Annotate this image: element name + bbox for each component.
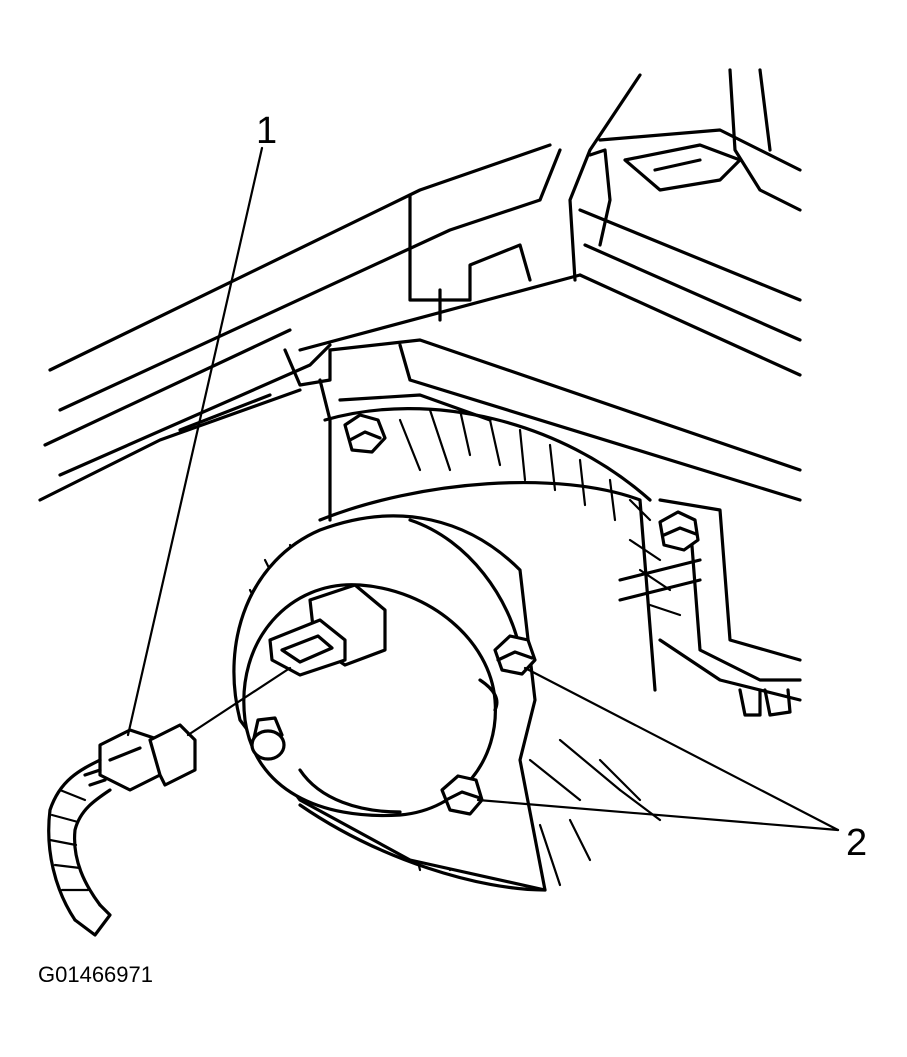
motor-connector-socket xyxy=(268,583,387,677)
callout-label-1: 1 xyxy=(256,110,278,152)
mounting-bolt-upper-left xyxy=(343,413,387,454)
harness-connector xyxy=(98,723,197,792)
leader-line-2a xyxy=(523,666,840,832)
leader-line-2b xyxy=(476,798,840,832)
mounting-bolt-upper-right xyxy=(658,510,700,552)
motor-shaft xyxy=(250,716,286,761)
dash-panel-outline xyxy=(38,143,562,502)
mounting-bolt-lower xyxy=(440,774,484,816)
callout-label-2: 2 xyxy=(846,822,868,864)
hvac-case-housing xyxy=(283,68,802,717)
blower-motor-body xyxy=(318,406,702,692)
figure-id: G01466971 xyxy=(38,962,153,987)
connector-alignment-line xyxy=(186,666,292,737)
mounting-bolt-right xyxy=(493,634,537,676)
wiring-harness xyxy=(47,758,112,937)
leader-line-1 xyxy=(126,146,264,737)
